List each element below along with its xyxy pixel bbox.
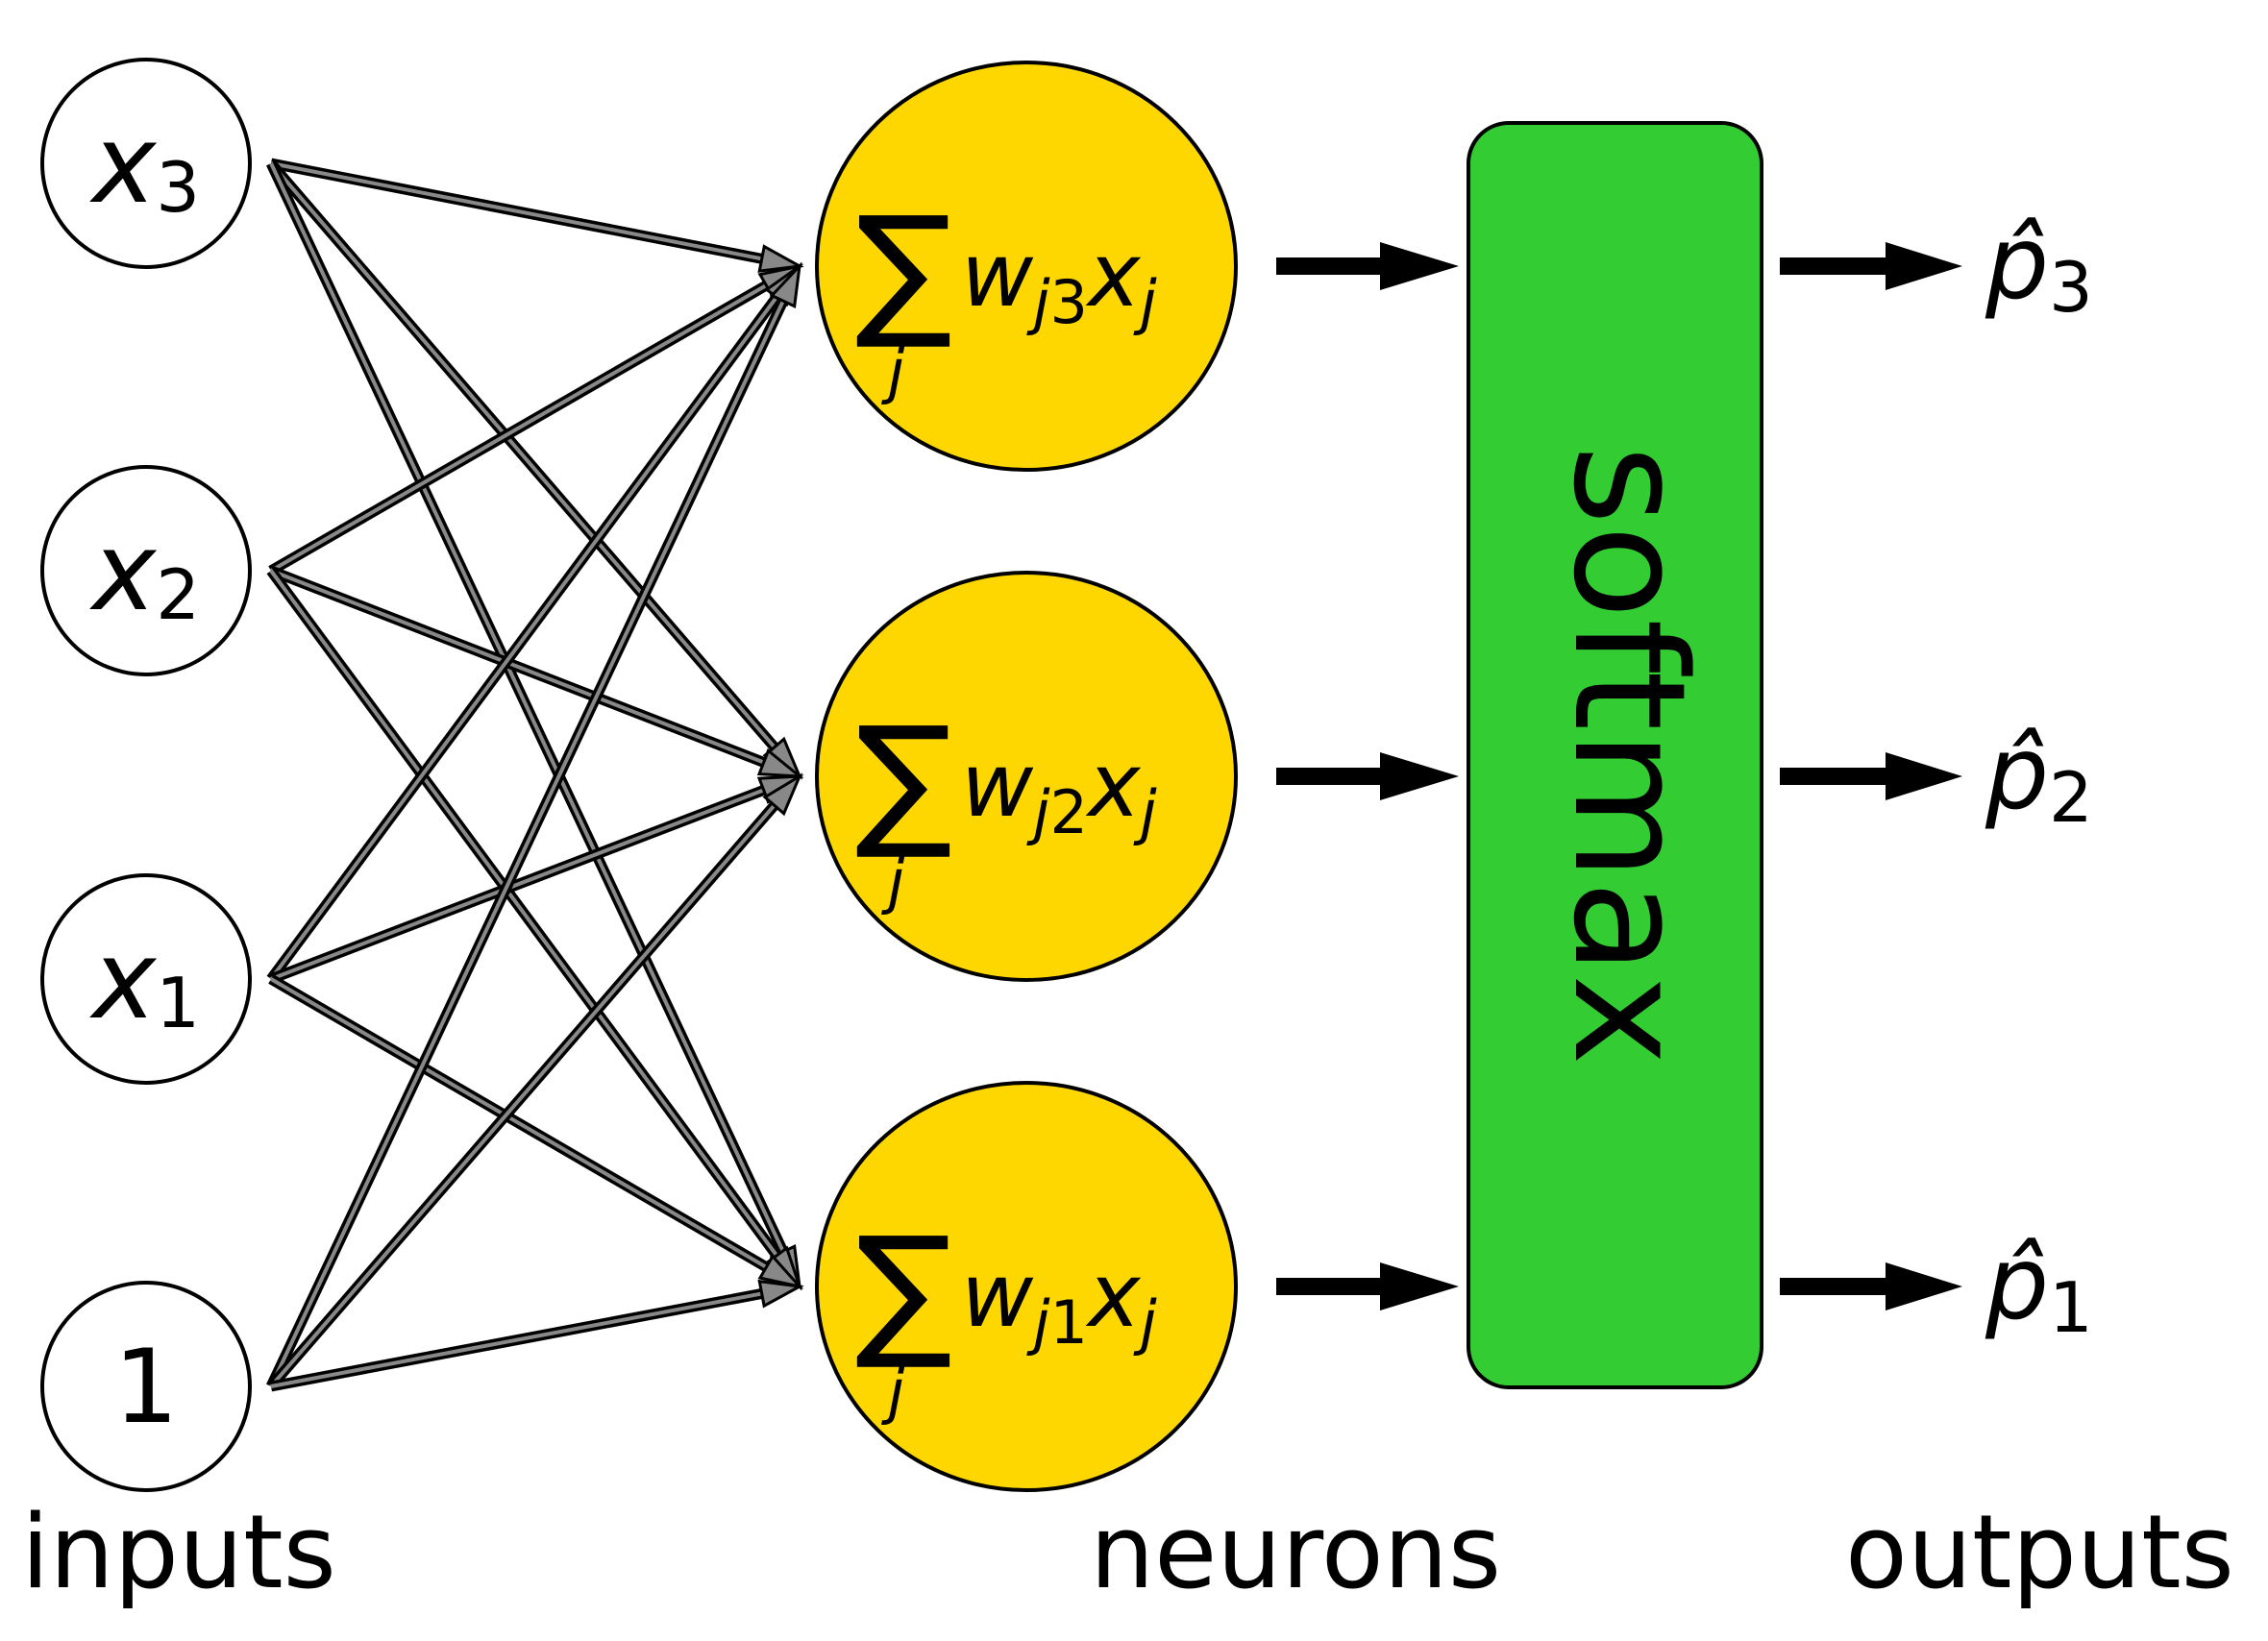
neuron-formula-3: wj3xj <box>961 224 1157 337</box>
neuron-formula-1: wj1xj <box>961 1244 1157 1358</box>
edge-x2-to-neuron-2 <box>269 565 804 778</box>
neuron-softmax-arrows <box>1276 242 1459 1310</box>
input-circle-x1 <box>40 873 252 1085</box>
arrow-softmax-output1 <box>1780 1262 1962 1310</box>
edge-bias-to-neuron-1 <box>269 1279 804 1392</box>
arrow-neuron2-softmax <box>1276 752 1459 800</box>
input-circle-bias <box>40 1281 252 1492</box>
output-label-p2: p̂2 <box>1984 715 2093 838</box>
softmax-rect <box>1467 121 1763 1389</box>
edge-x1-to-neuron-1 <box>268 974 804 1289</box>
sigma-symbol: ∑ <box>855 697 952 864</box>
input-circle-x3 <box>40 58 252 269</box>
neuron-circle-1 <box>815 1081 1238 1492</box>
edge-x3-to-neuron-3 <box>269 158 804 273</box>
softmax-output-arrows <box>1780 242 1962 1310</box>
input-node-x3: x3 <box>40 58 252 269</box>
edge-x3-to-neuron-1 <box>266 160 802 1291</box>
sigma-symbol: ∑ <box>855 186 952 354</box>
input-label-x3: x3 <box>89 103 200 228</box>
softmax-box: softmax <box>1467 121 1763 1389</box>
arrow-softmax-output3 <box>1780 242 1962 290</box>
input-node-bias: 1 <box>40 1281 252 1492</box>
neuron-circle-2 <box>815 571 1238 982</box>
arrow-neuron1-softmax <box>1276 1262 1459 1310</box>
arrow-neuron3-softmax <box>1276 242 1459 290</box>
input-node-x1: x1 <box>40 873 252 1085</box>
edge-bias-to-neuron-2 <box>266 772 803 1390</box>
output-label-p3: p̂3 <box>1984 205 2093 328</box>
neuron-formula-2: wj2xj <box>961 734 1157 847</box>
softmax-label: softmax <box>1540 445 1719 1065</box>
output-label-p1: p̂1 <box>1984 1225 2093 1348</box>
edge-x3-to-neuron-2 <box>266 159 803 780</box>
input-node-x2: x2 <box>40 465 252 676</box>
neuron-1: ∑ j wj1xj <box>815 1081 1238 1492</box>
edge-x2-to-neuron-3 <box>268 263 804 576</box>
input-circle-x2 <box>40 465 252 676</box>
edge-bias-to-neuron-3 <box>266 261 802 1389</box>
input-neuron-edges <box>266 158 804 1392</box>
input-label-x2: x2 <box>89 510 200 635</box>
input-label-x1: x1 <box>89 918 200 1043</box>
neuron-2: ∑ j wj2xj <box>815 571 1238 982</box>
arrow-softmax-output2 <box>1780 752 1962 800</box>
sigma-symbol: ∑ <box>855 1207 952 1374</box>
caption-neurons: neurons <box>1090 1493 1501 1611</box>
neuron-circle-3 <box>815 61 1238 472</box>
caption-inputs: inputs <box>21 1493 336 1611</box>
neuron-3: ∑ j wj3xj <box>815 61 1238 472</box>
caption-outputs: outputs <box>1845 1493 2234 1611</box>
input-label-bias: 1 <box>113 1328 178 1446</box>
